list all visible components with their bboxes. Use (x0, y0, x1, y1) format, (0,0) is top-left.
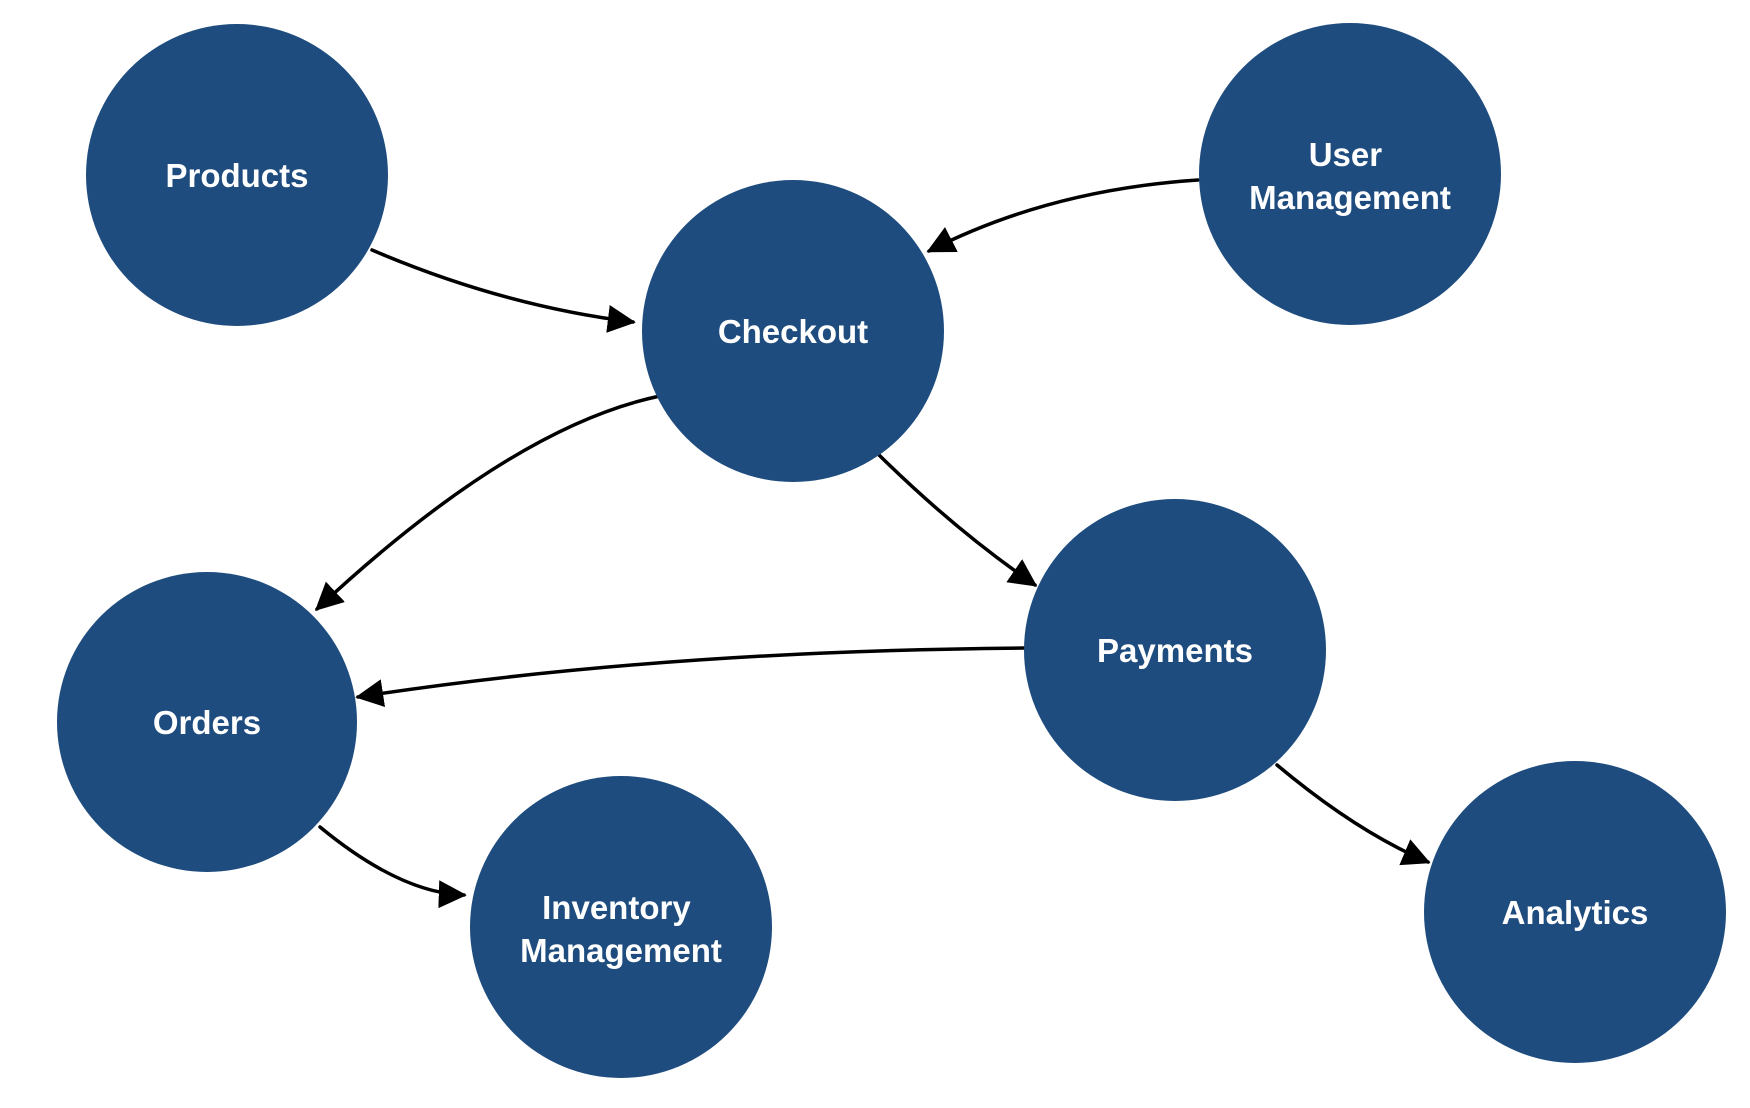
node-label: Checkout (718, 313, 868, 350)
node-payments: Payments (1024, 499, 1326, 801)
node-checkout: Checkout (642, 180, 944, 482)
edge-payments-orders (355, 646, 1027, 707)
node-user-management: User Management (1199, 23, 1501, 325)
edge-checkout-orders (314, 394, 662, 611)
node-label: Inventory Management (520, 889, 722, 969)
node-circle (1199, 23, 1501, 325)
edge-orders-inventory-management (318, 825, 467, 909)
node-layer: Products User Management Checkout Paymen… (57, 23, 1726, 1078)
edge-products-checkout (370, 248, 636, 333)
node-circle (470, 776, 772, 1078)
node-analytics: Analytics (1424, 761, 1726, 1063)
node-circle (57, 572, 357, 872)
node-circle (1024, 499, 1326, 801)
node-products: Products (86, 24, 388, 326)
node-circle (1424, 761, 1726, 1063)
node-circle (642, 180, 944, 482)
edge-payments-analytics (1275, 763, 1431, 866)
edge-user-management-checkout (926, 178, 1200, 253)
node-label: Orders (153, 704, 261, 741)
node-label: Analytics (1502, 894, 1649, 931)
edge-checkout-payments (876, 452, 1038, 587)
node-label: Products (165, 157, 308, 194)
node-label: User Management (1249, 136, 1451, 216)
edge-layer (314, 178, 1431, 909)
node-label: Payments (1097, 632, 1253, 669)
node-circle (86, 24, 388, 326)
node-inventory-management: Inventory Management (470, 776, 772, 1078)
node-orders: Orders (57, 572, 357, 872)
